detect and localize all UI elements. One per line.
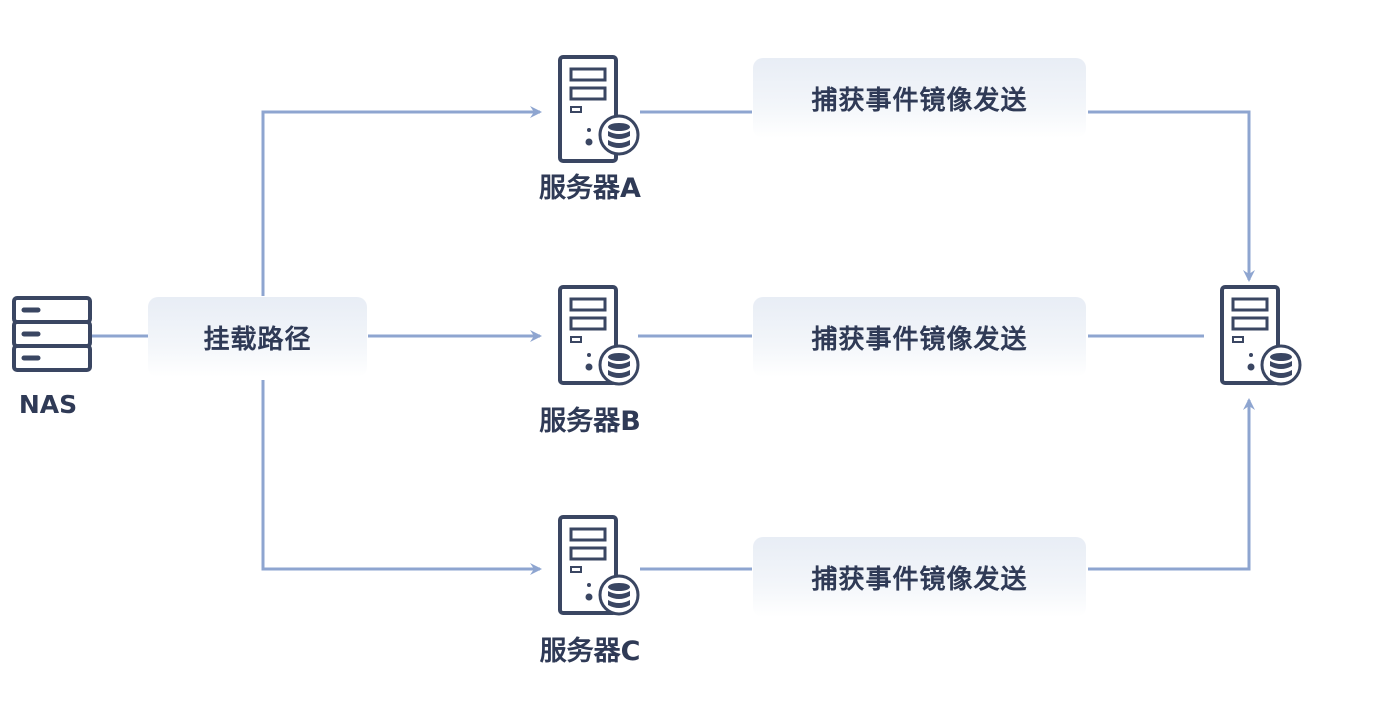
server-a-icon <box>558 55 640 163</box>
action-label-b: 捕获事件镜像发送 <box>811 324 1028 355</box>
action-box-a: 捕获事件镜像发送 <box>753 58 1086 138</box>
nas-label: NAS <box>18 390 78 419</box>
server-c-label: 服务器C <box>539 636 641 667</box>
server-a-label: 服务器A <box>539 173 641 204</box>
target-server-icon <box>1220 285 1302 386</box>
action-box-c: 捕获事件镜像发送 <box>753 537 1086 617</box>
server-b-label: 服务器B <box>539 406 641 437</box>
arrow-mount-to-server-a <box>261 106 542 296</box>
arrow-action-a-to-target <box>1088 110 1255 282</box>
action-box-b: 捕获事件镜像发送 <box>753 297 1086 377</box>
action-label-c: 捕获事件镜像发送 <box>811 564 1028 595</box>
mount-path-box: 挂载路径 <box>148 297 367 377</box>
server-b-icon <box>558 285 640 386</box>
arrow-mount-to-server-c <box>261 380 542 575</box>
action-label-a: 捕获事件镜像发送 <box>811 85 1028 116</box>
arrow-action-c-to-target <box>1088 398 1255 571</box>
mount-path-label: 挂载路径 <box>203 324 312 355</box>
nas-icon <box>12 296 92 372</box>
server-c-icon <box>558 515 640 616</box>
